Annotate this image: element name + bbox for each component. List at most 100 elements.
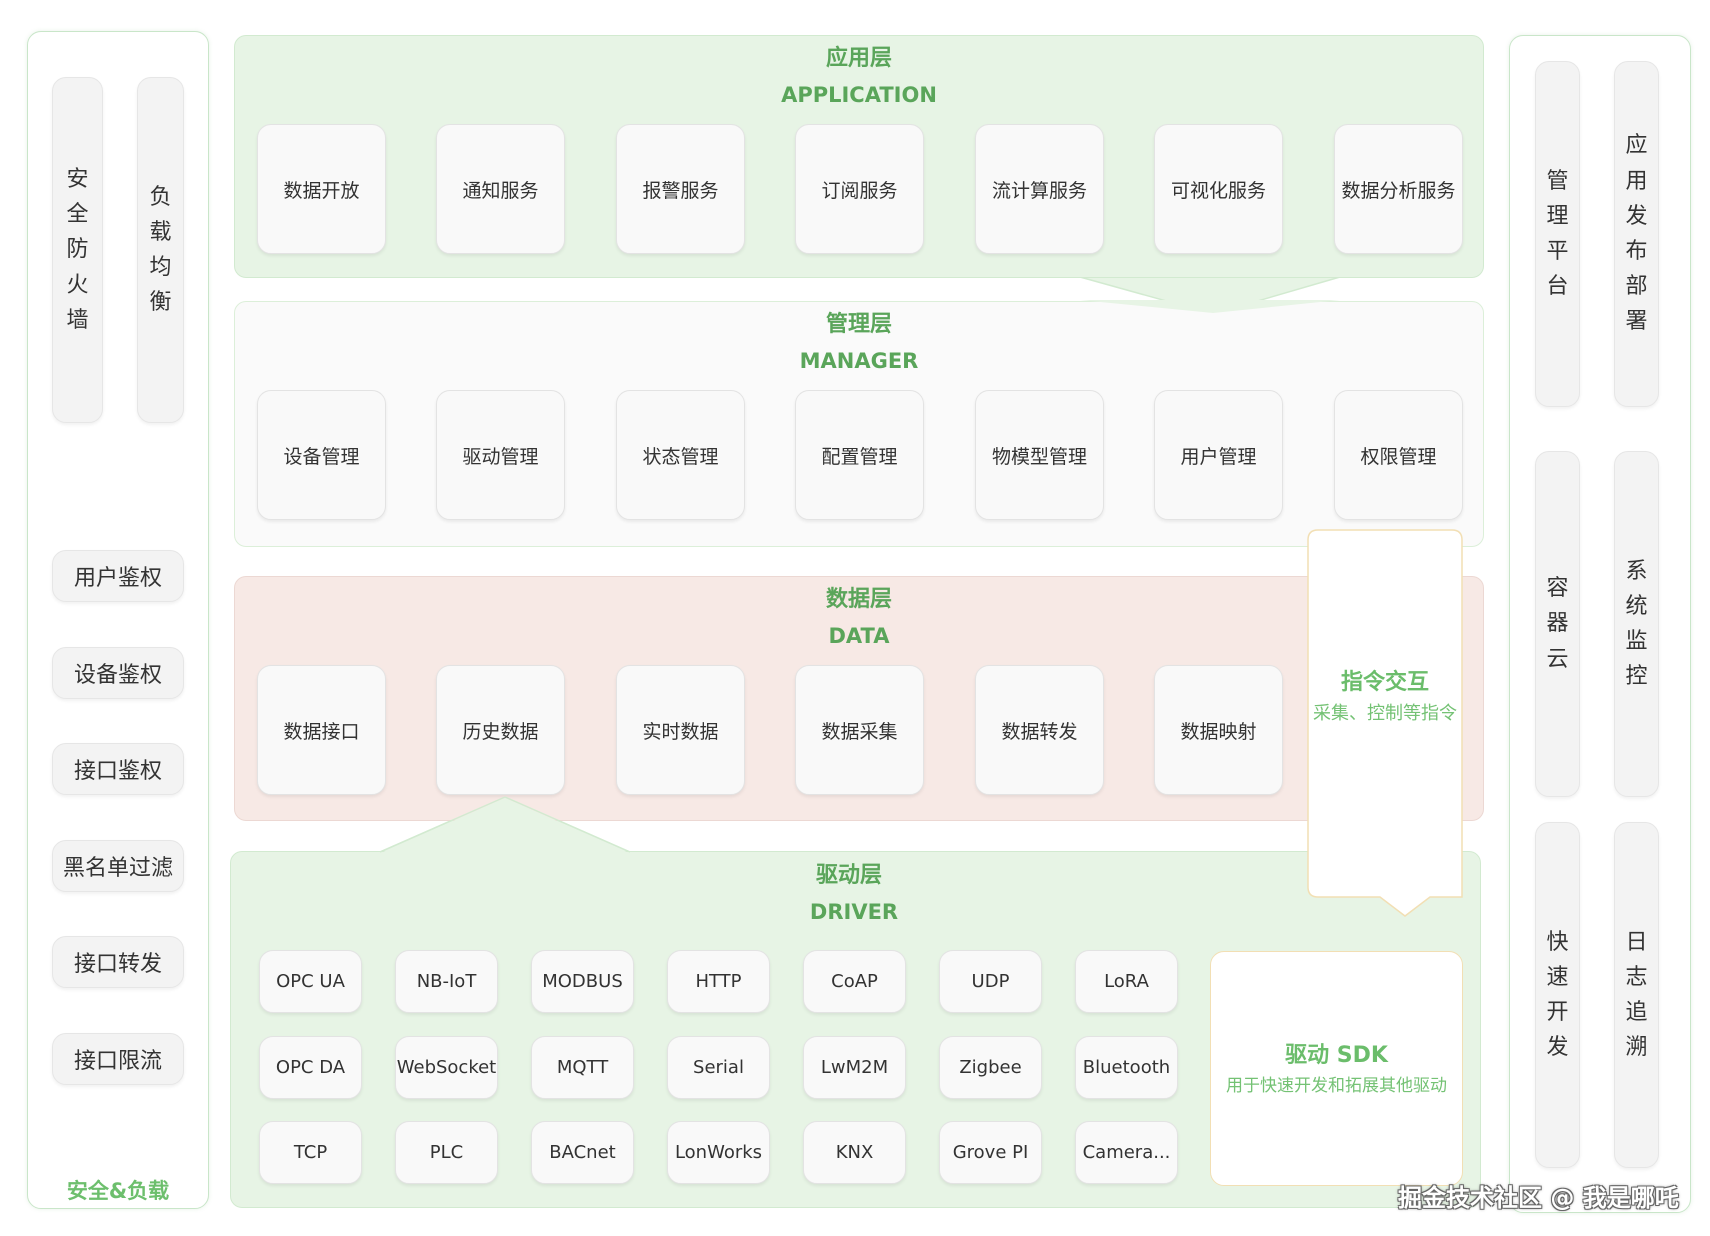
left-item-rate-limit: 接口限流 — [52, 1033, 184, 1085]
manager-item: 物模型管理 — [975, 390, 1104, 520]
right-item-label: 应用发布部署 — [1625, 133, 1648, 335]
left-item-label: 接口限流 — [73, 1049, 162, 1074]
data-item-label: 实时数据 — [642, 720, 719, 743]
right-item-container-cloud: 容器云 — [1535, 451, 1580, 797]
right-item-label: 管理平台 — [1546, 168, 1569, 300]
left-vertical-item-firewall: 安全防火墙 — [52, 77, 103, 423]
protocol-chip: Zigbee — [939, 1036, 1042, 1099]
protocol-label: TCP — [293, 1142, 328, 1163]
app-item: 可视化服务 — [1154, 124, 1283, 254]
manager-item: 设备管理 — [257, 390, 386, 520]
left-item-api-auth: 接口鉴权 — [52, 743, 184, 795]
left-item-label: 用户鉴权 — [73, 566, 162, 591]
right-item-app-deploy: 应用发布部署 — [1614, 61, 1659, 407]
protocol-chip: TCP — [259, 1121, 362, 1184]
data-item: 数据采集 — [795, 665, 924, 795]
command-callout-desc: 采集、控制等指令 — [1313, 703, 1457, 724]
data-layer-subtitle: DATA — [828, 624, 890, 648]
right-item-label: 容器云 — [1546, 576, 1569, 672]
watermark: 掘金技术社区 @ 我是哪吒 — [1398, 1184, 1679, 1212]
app-item: 通知服务 — [436, 124, 565, 254]
protocol-label: Serial — [693, 1057, 744, 1078]
right-item-label: 系统监控 — [1625, 558, 1648, 690]
app-item-label: 数据开放 — [283, 179, 360, 202]
right-item-label: 快速开发 — [1546, 929, 1569, 1061]
right-item-log-trace: 日志追溯 — [1614, 822, 1659, 1168]
manager-item-label: 驱动管理 — [462, 445, 539, 468]
driver-layer-title: 驱动层 — [815, 863, 882, 888]
protocol-label: CoAP — [831, 971, 878, 992]
application-layer-title: 应用层 — [825, 46, 892, 71]
manager-layer-subtitle: MANAGER — [799, 349, 919, 373]
data-item: 数据转发 — [975, 665, 1104, 795]
manager-item-label: 权限管理 — [1360, 445, 1437, 468]
application-layer-subtitle: APPLICATION — [781, 83, 937, 107]
app-item-label: 可视化服务 — [1170, 179, 1266, 202]
manager-item-label: 状态管理 — [642, 445, 719, 468]
protocol-label: PLC — [429, 1142, 464, 1163]
app-item: 流计算服务 — [975, 124, 1104, 254]
protocol-label: MQTT — [556, 1057, 609, 1078]
manager-item: 驱动管理 — [436, 390, 565, 520]
driver-sdk-desc: 用于快速开发和拓展其他驱动 — [1226, 1075, 1447, 1096]
protocol-chip: Bluetooth — [1075, 1036, 1178, 1099]
protocol-label: LonWorks — [674, 1142, 763, 1163]
protocol-chip: PLC — [395, 1121, 498, 1184]
protocol-chip: BACnet — [531, 1121, 634, 1184]
left-vertical-item-label: 安全防火墙 — [66, 167, 89, 333]
left-item-blacklist: 黑名单过滤 — [52, 840, 184, 892]
left-item-label: 接口鉴权 — [73, 759, 162, 784]
protocol-label: Camera... — [1082, 1142, 1171, 1163]
manager-item: 状态管理 — [616, 390, 745, 520]
app-item-label: 通知服务 — [462, 179, 539, 202]
left-item-label: 接口转发 — [73, 952, 162, 977]
protocol-label: OPC DA — [275, 1057, 346, 1078]
data-item: 数据接口 — [257, 665, 386, 795]
app-item-label: 报警服务 — [642, 179, 719, 202]
right-item-management-platform: 管理平台 — [1535, 61, 1580, 407]
protocol-label: WebSocket — [396, 1057, 497, 1078]
app-item: 数据开放 — [257, 124, 386, 254]
protocol-chip: CoAP — [803, 950, 906, 1013]
protocol-chip: OPC DA — [259, 1036, 362, 1099]
left-vertical-item-load-balance: 负载均衡 — [137, 77, 184, 423]
data-layer-title: 数据层 — [825, 587, 892, 612]
left-item-api-forward: 接口转发 — [52, 936, 184, 988]
manager-layer-title: 管理层 — [825, 312, 892, 337]
protocol-chip: UDP — [939, 950, 1042, 1013]
protocol-label: Grove PI — [952, 1142, 1029, 1163]
protocol-chip: LonWorks — [667, 1121, 770, 1184]
protocol-chip: LoRA — [1075, 950, 1178, 1013]
protocol-label: LoRA — [1104, 971, 1149, 992]
protocol-label: MODBUS — [542, 971, 623, 992]
left-item-device-auth: 设备鉴权 — [52, 647, 184, 699]
data-item-label: 数据采集 — [821, 720, 898, 743]
manager-item: 用户管理 — [1154, 390, 1283, 520]
left-panel-footer: 安全&负载 — [66, 1179, 170, 1203]
manager-item-label: 设备管理 — [283, 445, 360, 468]
data-item: 数据映射 — [1154, 665, 1283, 795]
protocol-label: NB-IoT — [416, 971, 477, 992]
right-item-system-monitor: 系统监控 — [1614, 451, 1659, 797]
protocol-label: HTTP — [695, 971, 742, 992]
data-item: 实时数据 — [616, 665, 745, 795]
manager-item-label: 配置管理 — [821, 445, 898, 468]
protocol-chip: KNX — [803, 1121, 906, 1184]
manager-item-label: 物模型管理 — [991, 445, 1087, 468]
data-item-label: 数据映射 — [1180, 720, 1257, 743]
manager-item: 权限管理 — [1334, 390, 1463, 520]
protocol-chip: WebSocket — [395, 1036, 498, 1099]
protocol-chip: Grove PI — [939, 1121, 1042, 1184]
protocol-chip: MQTT — [531, 1036, 634, 1099]
protocol-chip: Serial — [667, 1036, 770, 1099]
protocol-chip: Camera... — [1075, 1121, 1178, 1184]
left-item-label: 设备鉴权 — [73, 663, 162, 688]
protocol-label: Zigbee — [959, 1057, 1022, 1078]
app-item: 订阅服务 — [795, 124, 924, 254]
protocol-label: LwM2M — [820, 1057, 889, 1078]
data-item-label: 数据接口 — [283, 720, 360, 743]
driver-sdk-box: 驱动 SDK 用于快速开发和拓展其他驱动 — [1210, 951, 1463, 1186]
app-item: 数据分析服务 — [1334, 124, 1463, 254]
